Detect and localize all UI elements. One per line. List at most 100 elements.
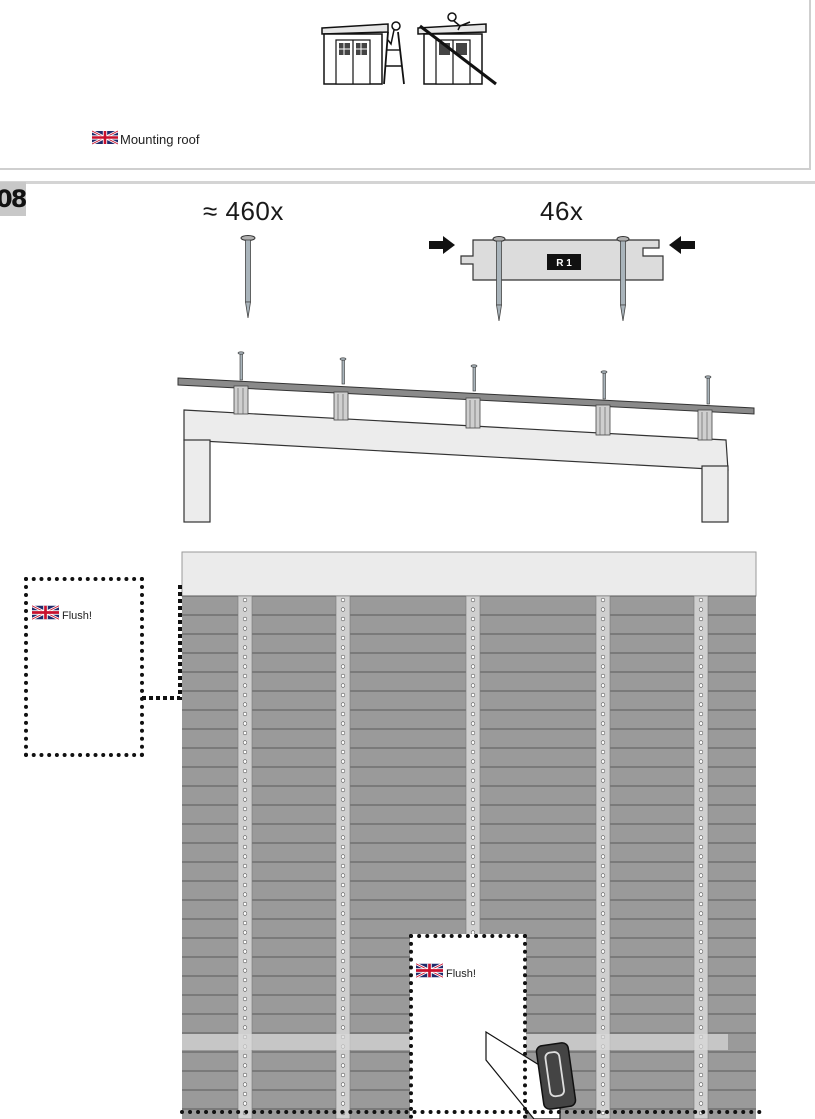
nail-hole <box>340 949 346 954</box>
nail-hole <box>698 759 704 764</box>
nail-hole <box>242 626 248 631</box>
nail-hole <box>600 901 606 907</box>
nail-hole <box>698 996 704 1002</box>
cutout-dotted-frame <box>409 934 527 1119</box>
nail-hole <box>470 749 476 755</box>
nail-hole <box>470 692 476 698</box>
nail-count: ≈ 460x <box>203 196 284 226</box>
nail-hole <box>600 607 606 612</box>
nail-hole <box>698 930 704 935</box>
nail-hole <box>470 806 476 812</box>
nail-hole <box>600 597 606 603</box>
nail-hole <box>340 597 346 603</box>
nail-hole <box>340 844 346 850</box>
nail-hole <box>698 920 704 926</box>
nail-hole <box>242 759 248 764</box>
nail-hole <box>600 949 606 954</box>
nail-hole <box>340 1082 346 1087</box>
nail-hole <box>470 873 476 878</box>
nail-hole <box>698 787 704 793</box>
nail-hole <box>698 873 704 878</box>
nail-hole <box>340 626 346 631</box>
nail-hole <box>340 911 346 916</box>
nail-hole <box>340 816 346 821</box>
detail-dotted-frame <box>24 577 144 757</box>
nail-hole <box>698 645 704 650</box>
nail-hole <box>698 892 704 897</box>
nail-hole <box>600 1063 606 1068</box>
nail-hole <box>242 968 248 973</box>
nail-hole <box>242 673 248 679</box>
step-number-badge: 08 <box>0 182 26 216</box>
nail-hole <box>600 1091 606 1097</box>
nail-hole <box>242 787 248 793</box>
nail-hole <box>600 1072 606 1078</box>
nail-hole <box>600 854 606 859</box>
nail-hole <box>698 1015 704 1021</box>
nail-hole <box>242 797 248 802</box>
nail-hole <box>600 911 606 916</box>
nail-hole <box>340 787 346 793</box>
nail-hole <box>242 1063 248 1068</box>
nail-hole <box>600 806 606 812</box>
top-panel <box>0 0 811 170</box>
nail-hole <box>600 654 606 660</box>
nail-hole <box>340 968 346 973</box>
nail-hole <box>698 882 704 888</box>
nail-hole <box>698 749 704 755</box>
nail-hole <box>242 1006 248 1011</box>
nail-hole <box>340 873 346 878</box>
nail-hole <box>470 711 476 717</box>
nail-hole <box>600 882 606 888</box>
nail-hole <box>340 711 346 717</box>
nail-hole <box>698 1006 704 1011</box>
nail-hole <box>340 1053 346 1059</box>
nail-hole <box>600 759 606 764</box>
nail-hole <box>470 702 476 707</box>
nail-hole <box>600 1015 606 1021</box>
nail-hole <box>600 635 606 641</box>
nail-hole <box>242 816 248 821</box>
roof-section-illustration <box>177 351 755 523</box>
nail-hole <box>242 778 248 783</box>
nail-hole <box>600 1082 606 1087</box>
nail-hole <box>340 987 346 992</box>
nail-hole <box>698 1082 704 1087</box>
nail-hole <box>340 854 346 859</box>
nail-hole <box>600 749 606 755</box>
nail-hole <box>698 768 704 774</box>
nail-hole <box>340 958 346 964</box>
nail-hole <box>470 892 476 897</box>
nail-hole <box>698 664 704 669</box>
nail-hole <box>242 1091 248 1097</box>
nail-hole <box>340 901 346 907</box>
section-divider <box>0 181 815 184</box>
nail-icon <box>240 235 256 319</box>
nail-hole <box>340 654 346 660</box>
nail-hole <box>242 645 248 650</box>
shed-roof-crossed-icon <box>417 12 497 86</box>
nail-hole <box>600 702 606 707</box>
nail-hole <box>470 787 476 793</box>
nail-hole <box>600 692 606 698</box>
board-tag: R 1 <box>556 258 572 269</box>
nail-hole <box>470 797 476 802</box>
nail-hole <box>600 987 606 992</box>
nail-hole <box>242 863 248 869</box>
nail-hole <box>698 977 704 983</box>
roof-top-view <box>181 551 757 1119</box>
nail-hole <box>600 996 606 1002</box>
nail-hole <box>340 1025 346 1030</box>
nail-hole <box>242 1082 248 1087</box>
nail-hole <box>470 863 476 869</box>
nail-hole <box>698 1053 704 1059</box>
nail-hole <box>698 616 704 622</box>
nail-hole <box>340 1072 346 1078</box>
nail-hole <box>698 740 704 745</box>
nail-hole <box>698 721 704 726</box>
nail-hole <box>340 939 346 945</box>
nail-hole <box>600 892 606 897</box>
nail-hole <box>340 759 346 764</box>
nail-hole <box>470 759 476 764</box>
nail-hole <box>340 768 346 774</box>
